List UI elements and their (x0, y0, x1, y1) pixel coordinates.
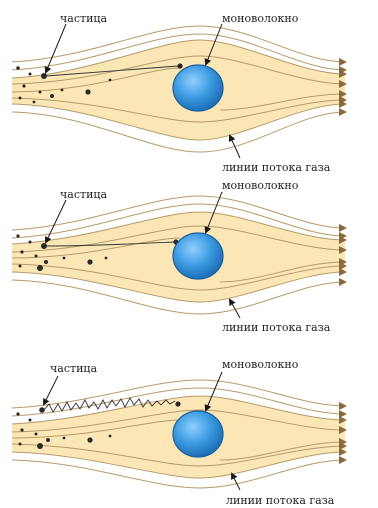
fiber (173, 65, 223, 111)
fiber (173, 233, 223, 279)
streamlines-label: линии потока газа (222, 321, 331, 334)
particle (177, 63, 182, 68)
particle (63, 437, 66, 440)
particle (37, 443, 43, 449)
particle (46, 438, 50, 442)
particle (35, 255, 38, 258)
particle (63, 257, 66, 260)
streamlines-label: линии потока газа (222, 161, 331, 174)
particle (20, 428, 23, 431)
particle (105, 257, 108, 260)
particle (19, 265, 22, 268)
particle (19, 443, 22, 446)
particle (29, 241, 32, 244)
particle (50, 94, 54, 98)
particle (87, 437, 92, 442)
particle (109, 79, 112, 82)
fiber (173, 411, 223, 457)
particle (44, 260, 48, 264)
particle-pointer (44, 376, 58, 404)
particle (29, 73, 32, 76)
particle (85, 89, 90, 94)
particle (19, 97, 22, 100)
streamlines-pointer (232, 474, 240, 490)
particle-label: частица (60, 188, 107, 201)
streamlines-label: линии потока газа (226, 494, 335, 507)
particle (37, 265, 43, 271)
particle (20, 250, 23, 253)
particle-label: частица (60, 12, 107, 25)
panel-3: частица моноволокно линии потока газа (12, 358, 345, 507)
particle (16, 412, 19, 415)
particle (61, 89, 64, 92)
fiber-label: моноволокно (222, 358, 299, 371)
particle (39, 407, 45, 413)
particle (22, 84, 25, 87)
particle (16, 66, 20, 70)
particle (16, 234, 19, 237)
fiber-label: моноволокно (222, 179, 299, 192)
particle (29, 419, 32, 422)
particle-label: частица (50, 362, 97, 375)
panel-1: частица моноволокно линии потока газа (12, 12, 345, 174)
fiber-label: моноволокно (222, 12, 299, 25)
particle (109, 435, 112, 438)
panel-2: частица моноволокно линии потока газа (12, 179, 345, 334)
particle (33, 101, 36, 104)
particle (87, 259, 92, 264)
particle (35, 433, 38, 436)
particle (39, 91, 42, 94)
particle-pointer (46, 200, 66, 242)
particle (175, 401, 180, 406)
